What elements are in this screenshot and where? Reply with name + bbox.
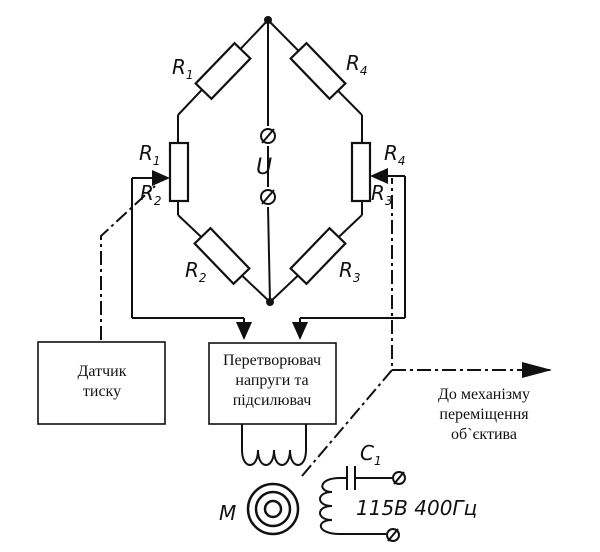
- wiper-right: [370, 168, 406, 318]
- motor-shaft-link: [301, 178, 393, 477]
- supply-circuit: [319, 466, 406, 542]
- label-r4-mid: R4: [384, 141, 406, 168]
- label-capacitor-c1: C1: [360, 441, 382, 468]
- label-motor-m: M: [219, 501, 236, 525]
- converter-label-line-2: напруги та: [235, 372, 308, 389]
- label-r1-mid: R1: [139, 141, 161, 168]
- label-voltage-u: U: [256, 155, 272, 180]
- resistor-r4-r3-potentiometer: [350, 141, 372, 203]
- converter-label-line-3: підсилювач: [233, 392, 312, 409]
- output-label-line-1: До механізму: [438, 386, 530, 403]
- label-r2-mid: R2: [140, 181, 162, 208]
- motor-symbol: [246, 482, 300, 536]
- label-r3-bottom: R3: [339, 258, 361, 285]
- resistor-r4-top: [289, 41, 347, 101]
- sensor-label-line-2: тиску: [83, 383, 121, 400]
- resistor-r1-r2-potentiometer: [168, 141, 190, 203]
- converter-input-wires: [132, 317, 405, 340]
- label-r2-bottom: R2: [185, 258, 207, 285]
- output-label-line-3: об`єктива: [451, 426, 517, 443]
- output-winding: [241, 424, 307, 466]
- voltage-terminals: [260, 128, 276, 205]
- converter-label-line-1: Перетворювач: [223, 352, 321, 369]
- sensor-label-line-1: Датчик: [78, 363, 127, 380]
- label-r1-top: R1: [172, 55, 194, 82]
- label-r4-top: R4: [346, 51, 368, 78]
- wiper-left: [131, 170, 170, 318]
- pressure-sensor-block: [37, 341, 166, 425]
- sensor-mechanical-link: [100, 185, 156, 340]
- label-r3-mid: R3: [371, 181, 393, 208]
- converter-amplifier-block: [208, 342, 337, 425]
- resistor-r2-bottom: [193, 226, 251, 286]
- output-label-line-2: переміщення: [439, 406, 529, 423]
- resistor-r3-bottom: [289, 226, 347, 286]
- resistor-r1-top: [194, 41, 252, 101]
- label-supply: 115В 400Гц: [356, 496, 477, 520]
